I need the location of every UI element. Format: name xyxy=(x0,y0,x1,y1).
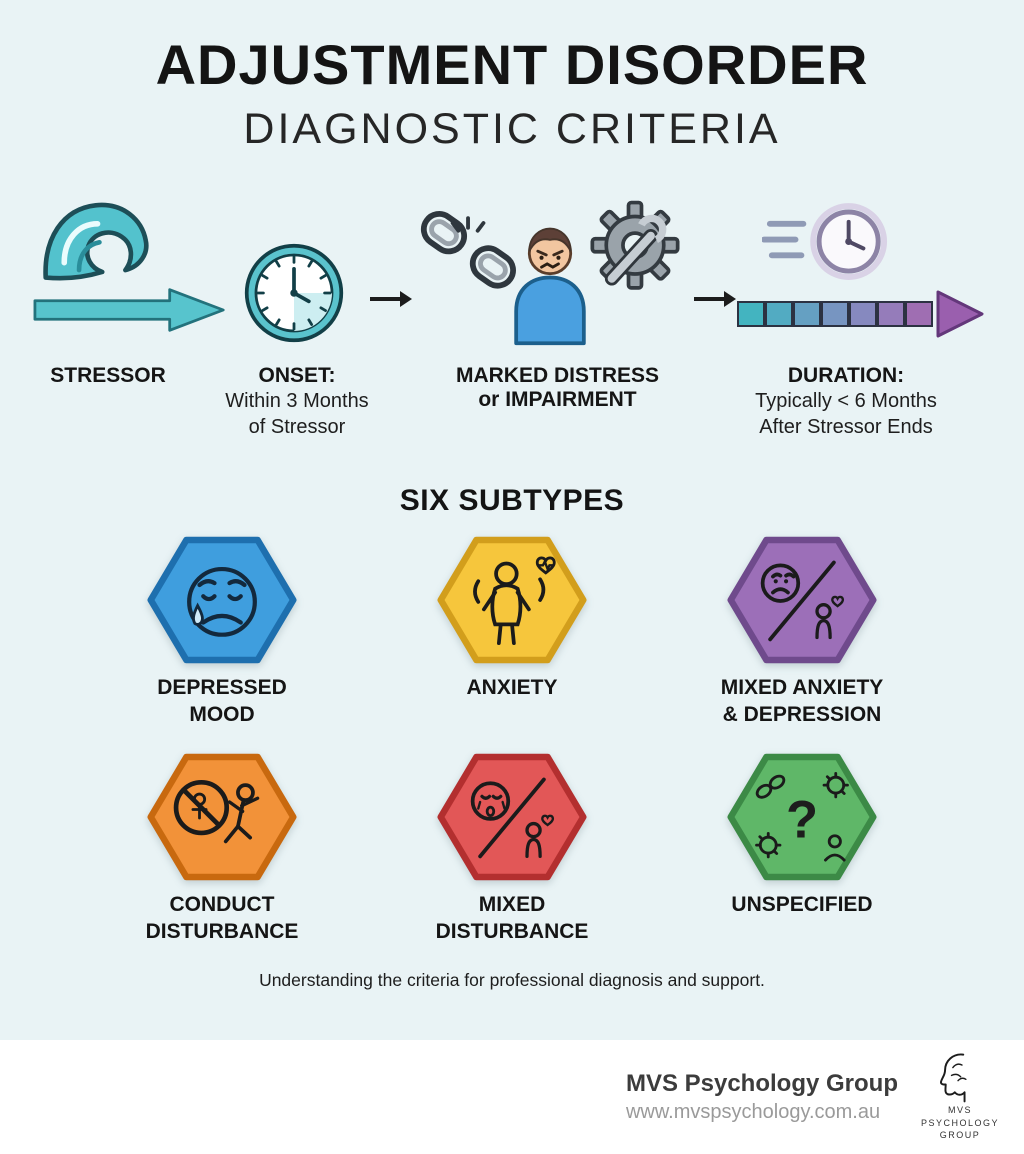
page-title: ADJUSTMENT DISORDER xyxy=(155,33,869,96)
timeline-arrow-icon xyxy=(737,290,984,338)
flow-label-duration: DURATION: Typically < 6 Months After Str… xyxy=(755,364,937,439)
infographic: ADJUSTMENT DISORDER DIAGNOSTIC CRITERIA xyxy=(0,0,1024,1040)
stressor-arrow-icon xyxy=(33,288,225,332)
logo-text: MVS PSYCHOLOGY GROUP xyxy=(920,1105,1000,1141)
svg-text:?: ? xyxy=(786,790,818,849)
broken-chain-icon xyxy=(420,211,516,289)
subtype-depressed-mood: DEPRESSED MOOD xyxy=(147,534,297,729)
anxious-person-heart-icon xyxy=(437,536,587,664)
flow-label-distress: MARKED DISTRESS or IMPAIRMENT xyxy=(455,364,660,411)
subtype-label: UNSPECIFIED xyxy=(731,892,873,916)
onset-clock-icon xyxy=(244,243,344,343)
head-profile-logo-icon xyxy=(940,1053,967,1103)
flow-arrow-icon xyxy=(694,291,736,307)
sad-face-and-person-heart-icon xyxy=(727,536,877,664)
brand-block: MVS Psychology Group www.mvspsychology.c… xyxy=(626,1070,898,1124)
question-mark-icon: ? xyxy=(727,753,877,881)
subtype-label: ANXIETY xyxy=(466,676,558,699)
speed-clock-icon xyxy=(762,203,888,280)
wave-stressor-icon xyxy=(43,202,149,281)
gear-wrench-icon xyxy=(590,200,680,290)
brand-name: MVS Psychology Group xyxy=(625,1070,898,1097)
subtype-label: MIXED ANXIETY & DEPRESSION xyxy=(720,676,884,726)
criteria-flow: STRESSOR ONSET: Within 3 Months of Stres… xyxy=(0,196,1024,454)
footer: MVS Psychology Group www.mvspsychology.c… xyxy=(0,1040,1024,1154)
subtype-label: MIXED DISTURBANCE xyxy=(435,892,589,943)
flow-arrow-icon xyxy=(370,291,412,307)
subtypes-grid: DEPRESSED MOOD ANX xyxy=(77,534,947,946)
distressed-person-icon xyxy=(514,227,586,346)
sad-face-tear-icon xyxy=(147,536,297,664)
subtype-anxiety: ANXIETY xyxy=(437,534,587,729)
subtype-unspecified: ? UNSPECIF xyxy=(727,751,877,946)
page-subtitle: DIAGNOSTIC CRITERIA xyxy=(243,105,781,153)
crying-face-and-person-heart-icon xyxy=(437,753,587,881)
subtypes-heading: SIX SUBTYPES xyxy=(399,484,625,517)
subtype-mixed-anxiety-depression: MIXED ANXIETY & DEPRESSION xyxy=(720,534,884,729)
prohibited-person-icon xyxy=(147,753,297,881)
flow-label-onset: ONSET: Within 3 Months of Stressor xyxy=(225,364,369,439)
brand-logo: MVS PSYCHOLOGY GROUP xyxy=(920,1052,1000,1142)
subtype-label: CONDUCT DISTURBANCE xyxy=(145,892,299,943)
subtype-conduct-disturbance: CONDUCT DISTURBANCE xyxy=(145,751,299,946)
caption: Understanding the criteria for professio… xyxy=(259,969,765,990)
brand-url: www.mvspsychology.com.au xyxy=(625,1101,881,1123)
subtype-mixed-disturbance: MIXED DISTURBANCE xyxy=(435,751,589,946)
flow-label-stressor: STRESSOR xyxy=(50,364,166,387)
subtype-label: DEPRESSED MOOD xyxy=(157,676,287,726)
